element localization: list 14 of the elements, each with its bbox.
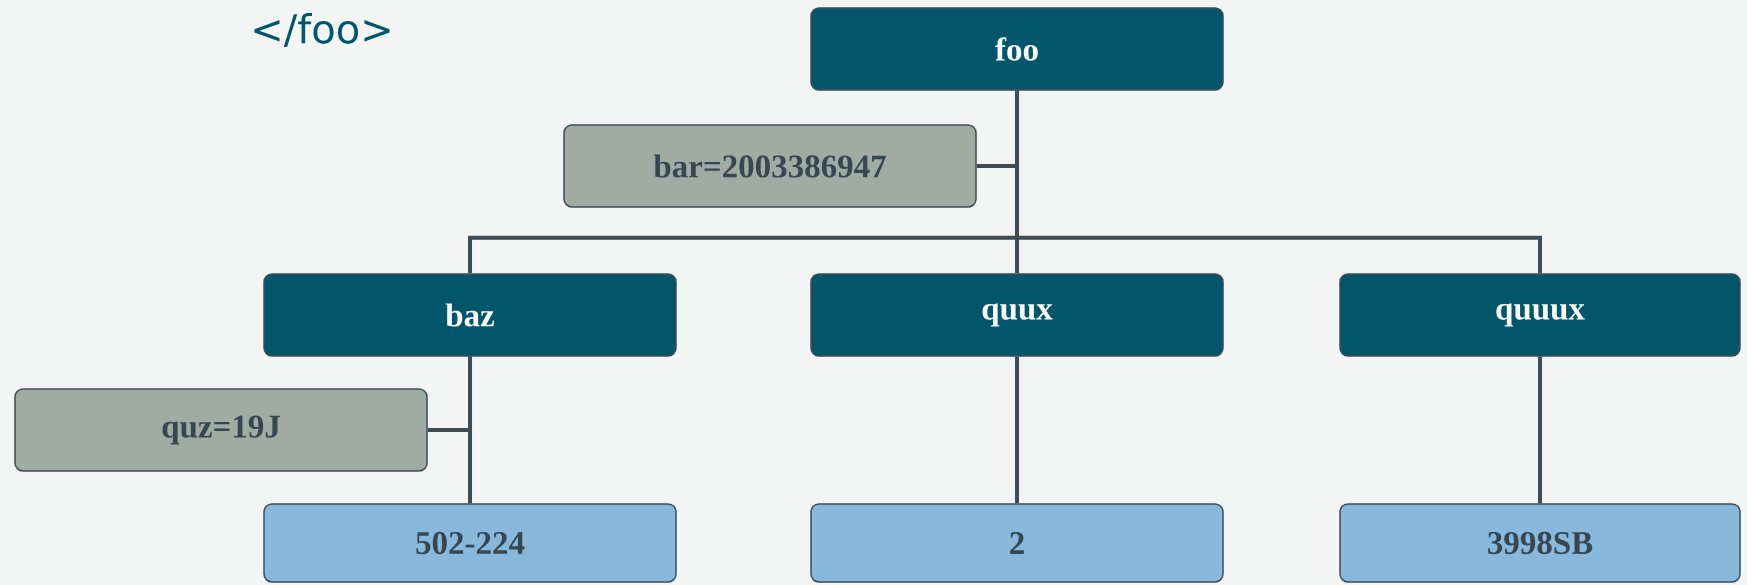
title-box: baz (263, 273, 677, 357)
value-box: 502-224 (263, 503, 677, 583)
attribute-box: quz=19J (14, 388, 428, 472)
value-box: 3998SB (1339, 503, 1741, 583)
title-box: quux (810, 273, 1224, 357)
code-text: </foo> (254, 12, 390, 48)
connector-line (1538, 356, 1542, 504)
value-box: 2 (810, 503, 1224, 583)
connector-line (1015, 356, 1019, 504)
connector-line (468, 356, 472, 504)
connector-line (1015, 90, 1542, 274)
title-box: quuux (1339, 273, 1741, 357)
attribute-box: bar=2003386947 (563, 124, 977, 208)
title-box: foo (810, 7, 1224, 91)
